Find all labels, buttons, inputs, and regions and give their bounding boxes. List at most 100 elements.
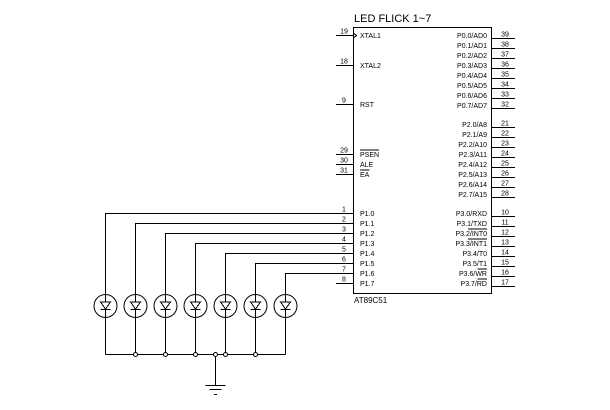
led-1[interactable] [93,213,336,355]
led-wire [225,253,336,294]
pin-number: 5 [342,247,346,254]
led-wire [285,273,336,294]
pin-label: P2.3/A11 [459,152,487,159]
pin-label: P3.1/TXD [457,221,487,228]
led-wire [135,223,336,294]
pin-number: 22 [501,131,509,138]
chip-pin-5[interactable]: 5P1.4 [336,247,375,259]
chip-pin-36[interactable]: 36 P0.3/AD3 [457,62,515,71]
chip-pin-4[interactable]: 4P1.3 [336,237,375,249]
diode-triangle-icon [159,301,172,310]
led-6[interactable] [243,263,336,355]
pin-number: 31 [340,168,348,175]
chip-pin-28[interactable]: 28 P2.7/A15 [458,191,515,200]
chip-pin-3[interactable]: 3P1.2 [336,227,375,239]
junction-dot [213,352,218,357]
chip-pin-8[interactable]: 8P1.7 [336,277,375,289]
chip-pin-1[interactable]: 1P1.0 [336,207,375,219]
pin-label: P1.2 [360,231,375,238]
led-3[interactable] [153,233,336,355]
pin-label: P3.2/INT0 [455,231,487,238]
pin-label: P2.4/A12 [458,162,487,169]
clock-marker-icon [353,32,358,39]
pin-label: P2.7/A15 [458,192,487,199]
ground-group [105,352,286,395]
chip-pin-2[interactable]: 2P1.1 [336,217,375,229]
pin-number: 9 [342,98,346,105]
pin-number: 39 [501,32,509,39]
chip-pin-12[interactable]: 12 P3.2/INT0 [455,228,515,238]
pin-label: XTAL1 [360,33,381,40]
led-2[interactable] [123,223,336,355]
pin-number: 12 [501,230,509,237]
pin-number: 30 [340,158,348,165]
pin-label: P3.7/RD [461,281,487,288]
pin-number: 26 [501,171,509,178]
diode-triangle-icon [99,301,112,310]
chip-pin-25[interactable]: 25 P2.4/A12 [458,161,515,170]
led-wire [165,233,336,294]
led-4[interactable] [183,243,336,355]
chip-pin-7[interactable]: 7P1.6 [336,267,375,279]
diode-triangle-icon [189,301,202,310]
diode-triangle-icon [129,301,142,310]
pin-number: 8 [342,277,346,284]
chip-pin-6[interactable]: 6P1.5 [336,257,375,269]
pin-label: P0.5/AD5 [457,83,487,90]
led-7[interactable] [273,273,336,355]
pin-number: 11 [501,220,508,227]
pin-label: RST [360,102,375,109]
pin-label: P1.5 [360,261,375,268]
pin-label: EA [360,172,370,179]
pin-number: 19 [340,29,348,36]
pin-number: 37 [501,52,509,59]
pin-number: 25 [501,161,509,168]
pin-number: 28 [501,191,509,198]
diode-triangle-icon [219,301,232,310]
pin-number: 1 [342,207,346,214]
pin-number: 15 [501,260,509,267]
pin-label: P0.7/AD7 [457,103,487,110]
chip-pin-11[interactable]: 11 P3.1/TXD [457,220,515,229]
pin-label: P1.1 [360,221,375,228]
pin-label: P0.3/AD3 [457,63,487,70]
pin-label: P2.6/A14 [458,182,487,189]
pin-number: 16 [501,270,509,277]
pin-label: P1.7 [360,281,375,288]
chip-body[interactable] [353,27,492,294]
pin-number: 13 [501,240,509,247]
led-5[interactable] [213,253,336,355]
pin-number: 38 [501,42,509,49]
pin-label: XTAL2 [360,63,381,70]
junction-dot [223,352,228,357]
pin-label: P3.4/T0 [462,251,487,258]
pin-number: 36 [501,62,509,69]
pin-label: PSEN [360,152,379,159]
pin-label: P1.0 [360,211,375,218]
